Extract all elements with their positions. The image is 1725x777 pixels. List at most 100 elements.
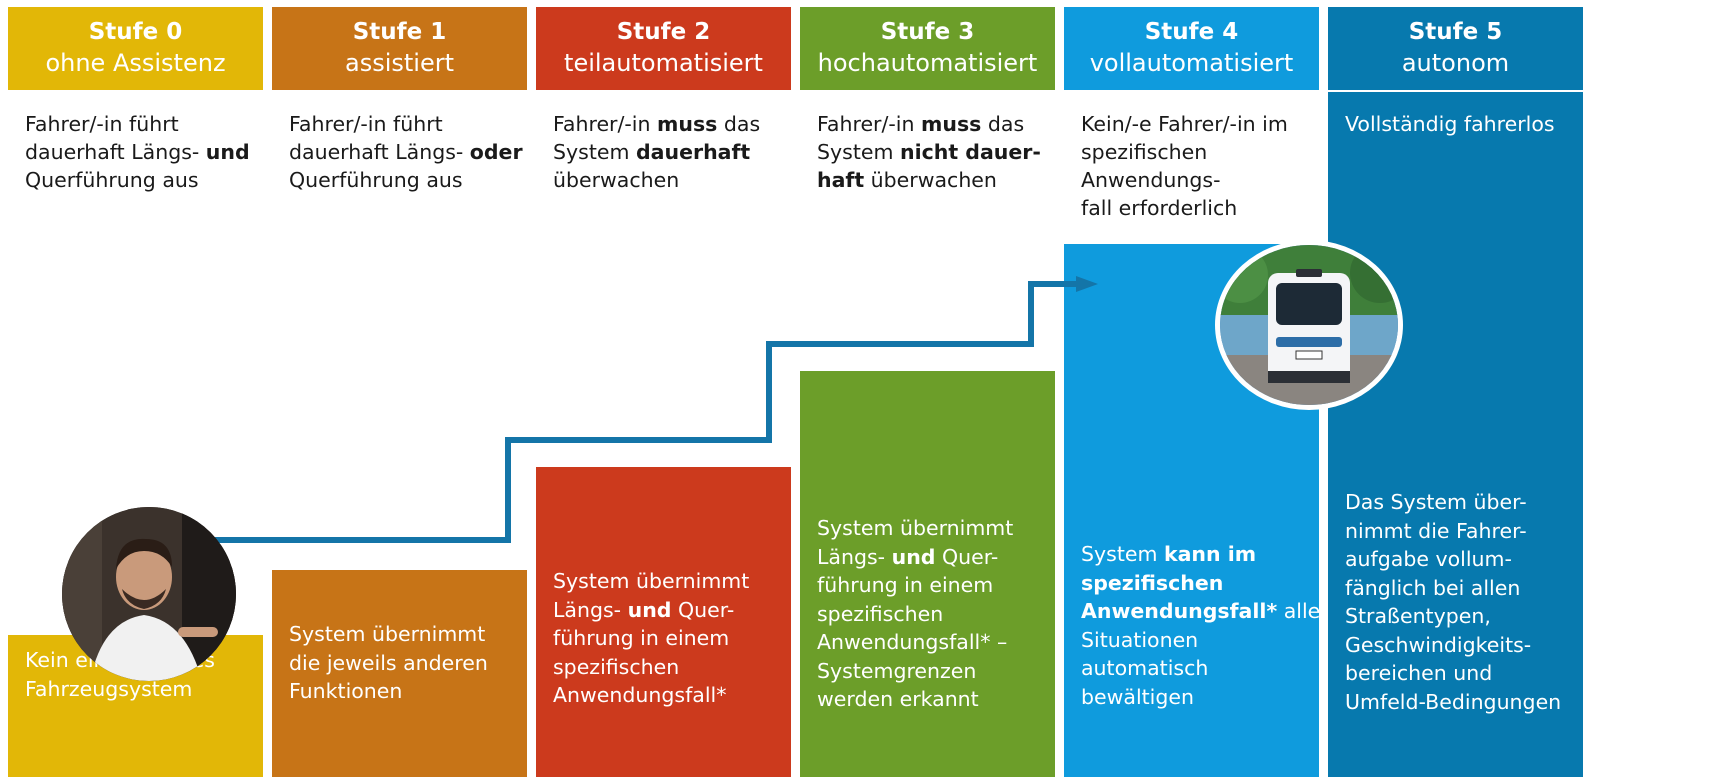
stufe-3-header: Stufe 3 hochautomatisiert (800, 7, 1055, 90)
stufe-3-bar (800, 371, 1055, 777)
stufe-2-system-text: System übernimmt Längs- und Quer- führun… (553, 567, 749, 710)
stufe-3-desc-text-4: überwachen (864, 168, 997, 192)
stufe-4-system-emphasis-1: kann im (1163, 542, 1257, 566)
stufe-5-system-line-7: bereichen und (1345, 661, 1493, 685)
stufe-1-system-line-2: die jeweils anderen (289, 650, 488, 675)
stufe-4-desc-line-2: spezifischen (1081, 140, 1208, 164)
stufe-0-description: Fahrer/-in führt dauerhaft Längs- und Qu… (25, 110, 250, 194)
stufe-4-system-text-b: alle (1277, 599, 1321, 623)
stufe-4-subtitle: vollautomatisiert (1089, 49, 1294, 77)
stufe-3-desc-text-1: Fahrer/-in (817, 112, 921, 136)
stufe-3-desc-emphasis-2: nicht dauer- (899, 140, 1041, 164)
stufe-4-system-text-a: System (1081, 542, 1164, 566)
stufe-3-title: Stufe 3 (880, 19, 975, 45)
progression-arrowhead (1076, 276, 1098, 292)
stufe-3-system-line-6: Systemgrenzen (817, 658, 977, 683)
stufe-5-system-line-4: fänglich bei allen (1345, 575, 1521, 600)
stufe-3-subtitle: hochautomatisiert (817, 49, 1038, 77)
stufe-2-system-emphasis: und (627, 597, 672, 622)
stufe-2-title: Stufe 2 (616, 19, 711, 45)
stufe-5-title: Stufe 5 (1408, 19, 1503, 45)
stufe-1-title: Stufe 1 (352, 19, 447, 45)
stufe-2-system-line-4: spezifischen (553, 654, 680, 679)
stufe-4-desc-line-3: Anwendungs- (1081, 168, 1221, 192)
stufe-1-header: Stufe 1 assistiert (272, 7, 527, 90)
stufe-2-description: Fahrer/-in muss das System dauerhaft übe… (553, 110, 760, 194)
stufe-1-system-line-3: Funktionen (289, 679, 403, 703)
stufe-4-system-line-4: Situationen (1081, 627, 1199, 652)
stufe-3-system-line-4: spezifischen (817, 601, 944, 626)
stufe-3-desc-emphasis-1: muss (921, 112, 982, 136)
stufe-1-desc-line-3: Querführung aus (289, 168, 463, 192)
stufe-5-system-line-3: aufgabe vollum- (1345, 547, 1512, 571)
stufe-1-subtitle: assistiert (344, 49, 454, 77)
stufe-0-desc-emphasis: und (205, 140, 250, 164)
stufe-3-system-text-b: Quer- (935, 544, 999, 569)
stufe-4-desc-line-1: Kein/-e Fahrer/-in im (1081, 112, 1288, 136)
stufe-5-subtitle: autonom (1401, 49, 1510, 77)
stufe-1-desc-emphasis: oder (469, 140, 523, 164)
stufe-5-system-text: Das System über- nimmt die Fahrer- aufga… (1345, 488, 1561, 716)
stufe-2-system-line-1: System übernimmt (553, 569, 750, 593)
progression-step-line (215, 281, 1078, 543)
stufe-3-system-line-1: System übernimmt (817, 516, 1014, 540)
stufe-2-system-line-5: Anwendungsfall* (553, 683, 727, 707)
stufe-3-description: Fahrer/-in muss das System nicht dauer- … (817, 110, 1041, 194)
stufe-1-desc-line-2: dauerhaft Längs- (289, 140, 470, 164)
stufe-0-header: Stufe 0 ohne Assistenz (8, 7, 263, 90)
stufe-2-system-line-3: führung in einem (553, 626, 730, 650)
stufe-4-description: Kein/-e Fahrer/-in im spezifischen Anwen… (1081, 110, 1288, 222)
stufe-2-desc-text-4: überwachen (553, 168, 680, 192)
stufe-3-desc-emphasis-3: haft (817, 168, 865, 192)
stufe-3-system-line-5: Anwendungsfall* – (817, 630, 1008, 654)
stufe-5-description: Vollständig fahrerlos (1345, 110, 1555, 138)
stufe-3-system-text: System übernimmt Längs- und Quer- führun… (817, 514, 1013, 714)
stufe-0-subtitle: ohne Assistenz (45, 49, 226, 77)
stufe-0-desc-line-1: Fahrer/-in führt (25, 112, 179, 136)
stufe-5-column (1328, 92, 1583, 777)
stufe-4-title: Stufe 4 (1144, 19, 1239, 45)
stufe-4-system-emphasis-2: spezifischen (1081, 570, 1224, 595)
stufe-2-desc-text-3: System (553, 140, 636, 164)
stufe-2-subtitle: teilautomatisiert (564, 49, 763, 77)
stufe-4-system-line-6: bewältigen (1081, 684, 1195, 709)
stufe-4-system-line-5: automatisch (1081, 656, 1209, 680)
stufe-4-desc-line-4: fall erforderlich (1081, 196, 1238, 220)
stufe-5-system-line-5: Straßentypen, (1345, 604, 1491, 628)
stufe-2-system-text-b: Quer- (671, 597, 735, 622)
stufe-2-header: Stufe 2 teilautomatisiert (536, 7, 791, 90)
stufe-0-system-line-2: Fahrzeugsystem (25, 676, 193, 701)
stufe-3-system-text-a: Längs- (817, 544, 892, 569)
stufe-3-desc-text-3: System (817, 140, 900, 164)
stufe-4-header: Stufe 4 vollautomatisiert (1064, 7, 1319, 90)
stufe-1-system-text: System übernimmt die jeweils anderen Fun… (289, 620, 488, 706)
stufe-0-desc-line-3: Querführung aus (25, 168, 199, 192)
stufe-3-desc-text-2: das (981, 112, 1025, 136)
stufe-0-title: Stufe 0 (88, 19, 183, 45)
stufe-0-desc-line-2: dauerhaft Längs- (25, 140, 206, 164)
stufe-2-desc-text-1: Fahrer/-in (553, 112, 657, 136)
autonomous-shuttle-photo-icon (1215, 240, 1403, 410)
stufe-2-desc-emphasis-1: muss (657, 112, 718, 136)
stufe-3-system-line-3: führung in einem (817, 573, 994, 597)
stufe-5-system-line-6: Geschwindigkeits- (1345, 632, 1532, 657)
stufe-1-description: Fahrer/-in führt dauerhaft Längs- oder Q… (289, 110, 523, 194)
stufe-3-system-emphasis: und (891, 544, 936, 569)
stufe-2-system-text-a: Längs- (553, 597, 628, 622)
stufe-3-system-line-7: werden erkannt (817, 687, 979, 711)
stufe-1-bar (272, 570, 527, 777)
stufe-5-header: Stufe 5 autonom (1328, 7, 1583, 90)
stufe-5-system-line-2: nimmt die Fahrer- (1345, 518, 1527, 543)
stufe-2-bar (536, 467, 791, 777)
stufe-5-system-line-8: Umfeld-Bedingungen (1345, 689, 1562, 714)
stufe-2-desc-emphasis-2: dauerhaft (635, 140, 751, 164)
stufe-1-system-line-1: System übernimmt (289, 622, 486, 646)
stufe-4-system-emphasis-3: Anwendungsfall* (1081, 599, 1278, 623)
stufe-2-desc-text-2: das (717, 112, 761, 136)
stufe-4-system-text: System kann im spezifischen Anwendungsfa… (1081, 540, 1320, 711)
stufe-5-desc-line-1: Vollständig fahrerlos (1345, 112, 1555, 136)
driver-photo-icon (62, 507, 236, 681)
stufe-1-desc-line-1: Fahrer/-in führt (289, 112, 443, 136)
stufe-5-system-line-1: Das System über- (1345, 490, 1527, 514)
